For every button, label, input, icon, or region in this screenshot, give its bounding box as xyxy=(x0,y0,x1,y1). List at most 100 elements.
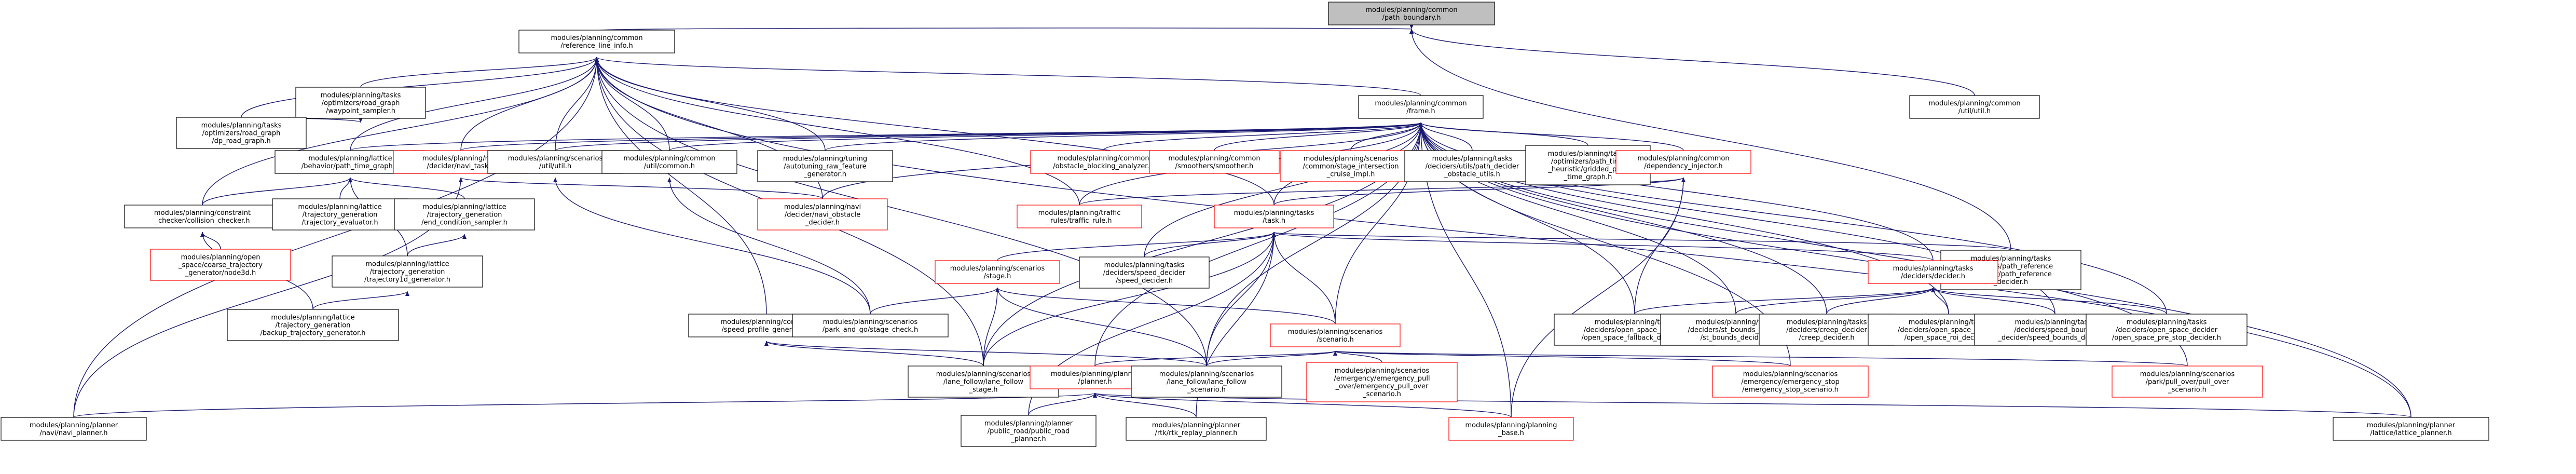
graph-node[interactable]: modules/planning/planner/lattice/lattice… xyxy=(2333,417,2489,441)
graph-node[interactable]: modules/planning/scenarios/util/util.h xyxy=(487,150,623,174)
dependency-edge xyxy=(202,57,599,206)
node-box xyxy=(487,150,623,174)
node-label-line: /st_bounds_decider.h xyxy=(1701,334,1772,342)
node-box xyxy=(1149,150,1280,174)
node-label-line: /deciders/creep_decider xyxy=(1786,327,1867,334)
node-label-line: /lane_follow/lane_follow xyxy=(943,378,1023,386)
node-label-line: /task.h xyxy=(1263,217,1285,225)
dependency-edge xyxy=(1931,287,2056,315)
node-label-line: modules/planning/scenarios xyxy=(1288,328,1383,336)
node-label-line: /backup_trajectory_generator.h xyxy=(261,330,366,337)
node-box xyxy=(1306,362,1458,402)
node-box xyxy=(1909,95,2040,119)
dependency-edge xyxy=(460,57,599,151)
node-label-line: modules/planning/planner xyxy=(1051,370,1140,378)
graph-node[interactable]: modules/planning/lattice/trajectory_gene… xyxy=(272,198,408,231)
dependency-edge xyxy=(1144,122,1423,258)
dependency-edge xyxy=(764,341,1207,367)
node-label-line: /deciders/utils/path_decider xyxy=(1426,163,1519,171)
graph-node[interactable]: modules/planning/tasks/optimizers/road_g… xyxy=(295,87,426,119)
node-label-line: /optimizers/road_graph xyxy=(322,100,400,107)
node-label-line: modules/planning/scenarios xyxy=(1335,367,1430,375)
graph-node[interactable]: modules/planning/scenarios/scenario.h xyxy=(1270,323,1401,347)
node-label-line: /deciders/open_space_decider xyxy=(2116,327,2218,334)
node-label-line: modules/planning/scenarios xyxy=(1743,371,1838,378)
graph-node[interactable]: modules/planning/lattice/trajectory_gene… xyxy=(332,255,483,288)
node-label-line: _decider/speed_bounds_decider.h xyxy=(1997,334,2112,342)
graph-node[interactable]: modules/planning/scenarios/emergency/eme… xyxy=(1712,365,1869,398)
dependency-edge xyxy=(870,287,999,315)
node-box xyxy=(1448,417,1574,441)
node-box xyxy=(1270,323,1401,347)
dependency-edge xyxy=(1093,392,1512,418)
node-box xyxy=(1079,256,1210,289)
node-label-line: /lane_follow/lane_follow xyxy=(1167,378,1246,386)
graph-node[interactable]: modules/planning/common/path_boundary.h xyxy=(1328,2,1495,25)
graph-node[interactable]: modules/planning/common/reference_line_i… xyxy=(518,30,675,53)
node-label-line: _rules/traffic_rule.h xyxy=(1046,217,1112,225)
node-label-line: modules/planning/tasks xyxy=(1909,319,1989,327)
node-label-line: /deciders/speed_decider xyxy=(1103,269,1186,277)
dependency-edge xyxy=(595,57,1207,367)
node-box xyxy=(757,150,893,182)
graph-node[interactable]: modules/planning/navi/decider/navi_obsta… xyxy=(757,198,888,231)
node-label-line: /common/stage_intersection xyxy=(1303,163,1399,171)
graph-node[interactable]: modules/planning/common/smoothers/smooth… xyxy=(1149,150,1280,174)
node-box xyxy=(961,415,1097,447)
dependency-edge xyxy=(1094,350,1337,367)
node-box xyxy=(150,249,291,281)
node-label-line: modules/planning/lattice xyxy=(308,155,392,162)
graph-node[interactable]: modules/planning/lattice/trajectory_gene… xyxy=(227,309,399,341)
graph-node[interactable]: modules/planning/scenarios/emergency/eme… xyxy=(1306,362,1458,402)
dependency-edge xyxy=(595,57,1421,96)
node-label-line: modules/planning/constraint xyxy=(154,209,251,217)
graph-node[interactable]: modules/planning/lattice/trajectory_gene… xyxy=(394,198,535,231)
node-label-line: modules/planning/tasks xyxy=(2127,319,2207,327)
graph-node[interactable]: modules/planning/common/util/util.h xyxy=(1909,95,2040,119)
graph-node[interactable]: modules/planning/tasks/deciders/decider.… xyxy=(1868,260,1998,284)
graph-node[interactable]: modules/planning/scenarios/common/stage_… xyxy=(1280,150,1421,182)
graph-node[interactable]: modules/planning/open_space/coarse_traje… xyxy=(150,249,291,281)
dependency-edge xyxy=(997,232,1276,261)
node-label-line: _decider.h xyxy=(1993,278,2028,286)
node-box xyxy=(1615,150,1751,174)
graph-node[interactable]: modules/planning/scenarios/park_and_go/s… xyxy=(792,314,949,337)
node-label-line: modules/planning/common xyxy=(1057,155,1149,162)
graph-node[interactable]: modules/planning/planning_base.h xyxy=(1448,417,1574,441)
graph-node[interactable]: modules/planning/tasks/optimizers/road_g… xyxy=(176,117,307,149)
dependency-edge xyxy=(1419,122,1588,146)
node-label-line: /deciders/speed_bounds xyxy=(2014,327,2096,334)
dependency-edge xyxy=(1144,232,1276,258)
graph-node[interactable]: modules/planning/common/util/common.h xyxy=(601,150,737,174)
dependency-edge xyxy=(1409,29,1975,96)
node-label-line: /trajectory_generation xyxy=(370,268,445,276)
node-label-line: modules/planning/scenarios xyxy=(1159,371,1254,378)
graph-node[interactable]: modules/planning/tuning/autotuning_raw_f… xyxy=(757,150,893,182)
graph-node[interactable]: modules/planning/tasks/deciders/speed_de… xyxy=(1079,256,1210,289)
dependency-edge xyxy=(1931,287,2167,315)
node-label-line: _generator/node3d.h xyxy=(185,269,256,277)
graph-node[interactable]: modules/planning/scenarios/stage.h xyxy=(935,260,1060,284)
graph-node[interactable]: modules/planning/constraint_checker/coll… xyxy=(124,205,281,228)
graph-node[interactable]: modules/planning/common/dependency_injec… xyxy=(1615,150,1751,174)
graph-node[interactable]: modules/planning/scenarios/lane_follow/l… xyxy=(1131,365,1282,398)
graph-node[interactable]: modules/planning/planner/navi/navi_plann… xyxy=(1,417,147,441)
graph-node[interactable]: modules/planning/tasks/task.h xyxy=(1214,205,1334,228)
graph-node[interactable]: modules/planning/traffic_rules/traffic_r… xyxy=(1017,205,1142,228)
node-label-line: modules/planning/open xyxy=(181,254,260,262)
graph-node[interactable]: modules/planning/common/frame.h xyxy=(1358,95,1484,119)
nodes-layer: modules/planning/common/path_boundary.hm… xyxy=(1,2,2489,447)
graph-node[interactable]: modules/planning/tasks/deciders/open_spa… xyxy=(2086,314,2248,346)
node-label-line: modules/planning/lattice xyxy=(422,204,506,211)
dependency-edge xyxy=(596,24,1412,31)
graph-node[interactable]: modules/planning/planner/public_road/pub… xyxy=(961,415,1097,447)
graph-node[interactable]: modules/planning/tasks/deciders/utils/pa… xyxy=(1404,150,1540,182)
graph-node[interactable]: modules/planning/scenarios/park/pull_ove… xyxy=(2112,365,2263,398)
graph-node[interactable]: modules/planning/planner/rtk/rtk_replay_… xyxy=(1126,417,1267,441)
node-label-line: /dependency_injector.h xyxy=(1644,162,1722,170)
node-box xyxy=(227,309,399,341)
dependency-edge xyxy=(1419,122,1684,151)
dependency-edge xyxy=(1826,287,1935,315)
node-label-line: modules/planning/scenarios xyxy=(1304,155,1399,163)
dependency-edge xyxy=(1028,392,1097,416)
